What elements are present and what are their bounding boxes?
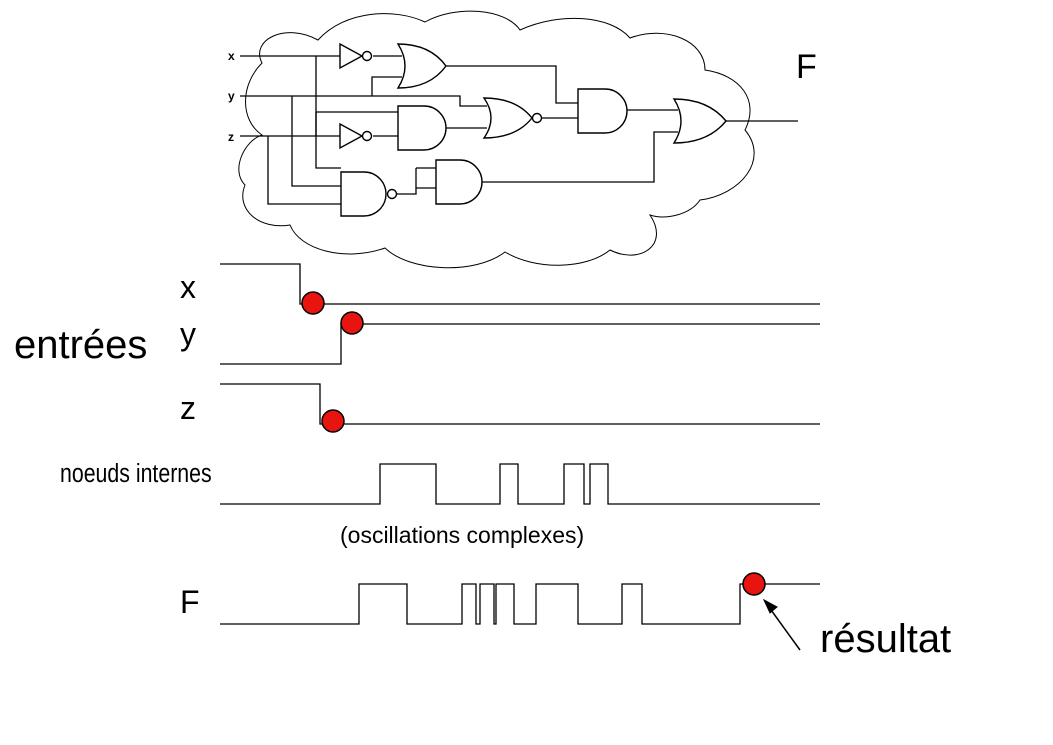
and-gate-1 bbox=[397, 105, 447, 151]
timing-signals: entrées x y z noeuds internes (oscillati… bbox=[14, 263, 820, 625]
marker-y bbox=[340, 311, 364, 335]
internal-nodes-label: noeuds internes bbox=[60, 459, 212, 489]
not-gate-2 bbox=[339, 122, 373, 150]
nand-gate bbox=[340, 171, 398, 217]
signal-y-trace bbox=[220, 323, 820, 365]
inputs-group-label: entrées bbox=[14, 323, 147, 367]
not-gate-1 bbox=[339, 42, 373, 70]
nor-gate bbox=[482, 97, 543, 139]
circuit-input-x-label: x bbox=[228, 49, 235, 63]
logic-circuit: x y z bbox=[228, 10, 817, 269]
circuit-input-y-label: y bbox=[228, 89, 235, 103]
and-gate-2 bbox=[435, 159, 483, 205]
signal-z-trace bbox=[220, 383, 820, 425]
signal-y-label: y bbox=[180, 316, 196, 352]
circuit-output-label: F bbox=[796, 48, 817, 86]
result-arrow bbox=[762, 598, 801, 651]
transition-markers bbox=[301, 291, 766, 596]
circuit-input-z-label: z bbox=[228, 130, 234, 144]
internal-nodes-trace bbox=[220, 463, 820, 505]
signal-z-label: z bbox=[180, 390, 196, 426]
signal-f-trace bbox=[220, 583, 820, 625]
signal-f-label: F bbox=[180, 584, 200, 620]
circuit-wires bbox=[240, 55, 798, 205]
and-gate-3 bbox=[577, 88, 628, 134]
or-gate-2 bbox=[672, 98, 727, 144]
result-label: résultat bbox=[820, 617, 951, 661]
internal-nodes-note: (oscillations complexes) bbox=[340, 522, 584, 548]
signal-x-trace bbox=[220, 263, 820, 305]
marker-z bbox=[321, 409, 345, 433]
marker-x bbox=[301, 291, 325, 315]
signal-x-label: x bbox=[180, 269, 196, 305]
or-gate-1 bbox=[396, 43, 447, 89]
marker-result bbox=[742, 572, 766, 596]
